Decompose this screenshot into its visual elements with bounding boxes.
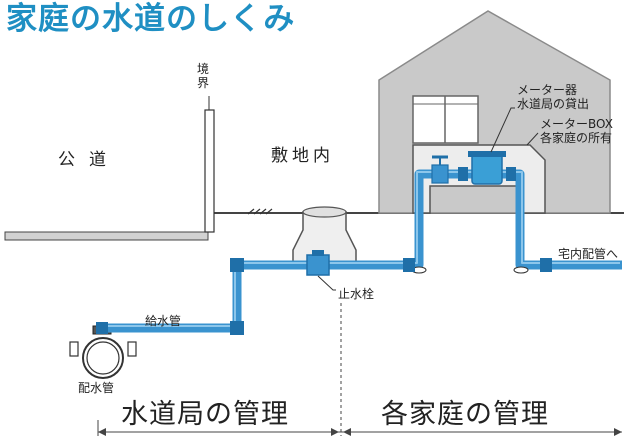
road-surface [4, 231, 209, 241]
meter-box-label-line2: 各家庭の所有 [540, 131, 613, 145]
riser-end-right [513, 266, 529, 274]
joint-5 [96, 322, 108, 334]
premises-label: 敷地内 [271, 146, 334, 166]
stopcock-label: 止水栓 [338, 287, 375, 301]
joint-1 [230, 258, 244, 272]
meter-label: メーター器 水道局の貸出 [517, 83, 589, 111]
joint-4 [540, 258, 552, 272]
meter-label-line2: 水道局の貸出 [517, 97, 590, 111]
boundary-label: 境界 [196, 62, 209, 90]
service-pipe-highlight [108, 171, 620, 327]
arrow-divider-right [343, 428, 351, 436]
page-title: 家庭の水道のしくみ [6, 1, 296, 37]
water-meter-top [468, 151, 506, 157]
meter-box-leader [526, 132, 539, 146]
service-pipe-run [104, 169, 622, 333]
meter-leader [490, 107, 515, 153]
joint-2 [230, 321, 244, 335]
arrow-divider-left [331, 428, 339, 436]
boundary-wall [204, 109, 215, 233]
stopcock-leader [317, 275, 336, 291]
household-management-label: 各家庭の管理 [381, 399, 549, 430]
indoor-piping-label: 宅内配管へ [558, 247, 619, 261]
joint-3 [403, 258, 415, 272]
stopcock-valve-cap [312, 250, 324, 256]
meter-valve [431, 164, 449, 184]
service-pipe-label: 給水管 [145, 314, 182, 328]
meter-joint-right [506, 167, 516, 181]
water-main-clamp-left [69, 341, 79, 357]
water-main-label: 配水管 [78, 381, 115, 395]
meter-label-line1: メーター器 [517, 83, 578, 97]
water-main-inner [86, 341, 120, 375]
meter-joint-left [458, 167, 468, 181]
water-meter [471, 153, 503, 185]
stopcock-box-lid [302, 206, 347, 218]
meter-box-label: メーターBOX 各家庭の所有 [540, 117, 613, 145]
public-road-label: 公道 [58, 150, 120, 170]
stopcock-valve [306, 254, 330, 276]
ground-hatch [247, 208, 273, 215]
bureau-management-label: 水道局の管理 [121, 399, 289, 430]
arrow-right-end [614, 428, 622, 436]
water-main-clamp-right [127, 341, 137, 357]
arrow-left-end [98, 428, 106, 436]
meter-box-label-line1: メーターBOX [540, 117, 613, 131]
